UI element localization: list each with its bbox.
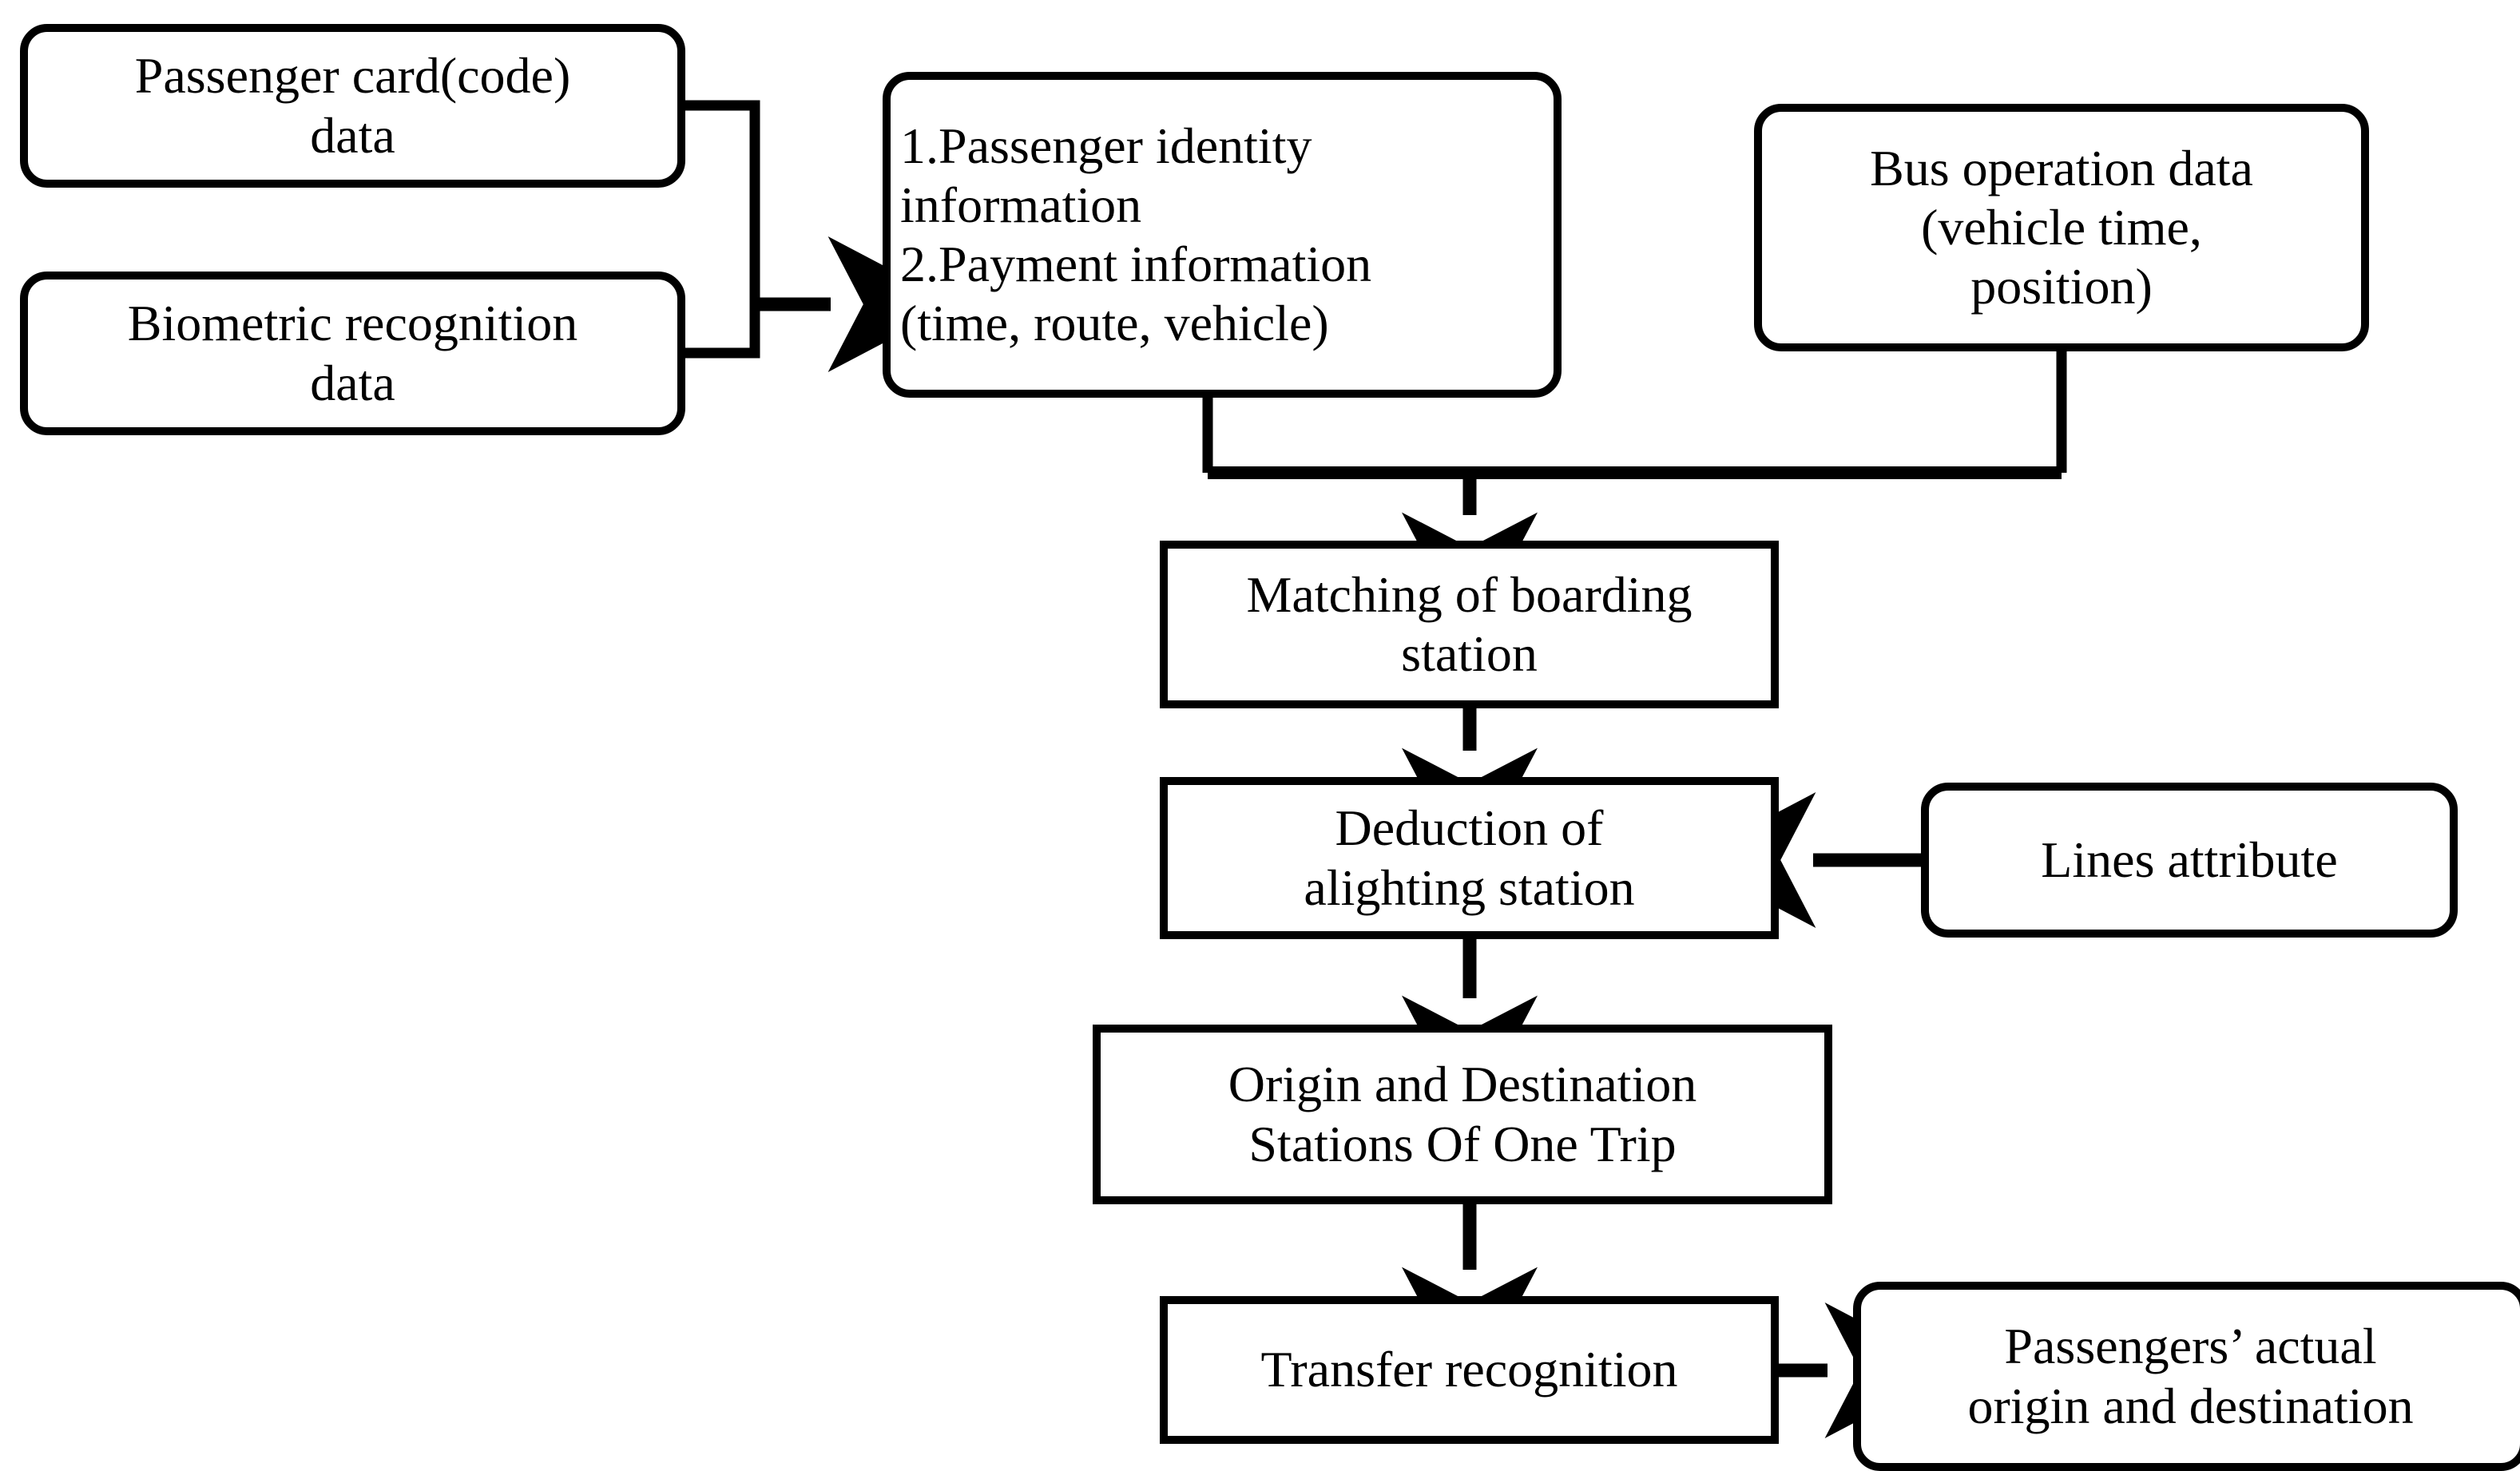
- node-biometric-recognition-data[interactable]: Biometric recognition data: [20, 272, 685, 435]
- node-label: Bus operation data (vehicle time, positi…: [1870, 139, 2253, 315]
- node-lines-attribute[interactable]: Lines attribute: [1921, 783, 2458, 938]
- node-label: 1.Passenger identity information 2.Payme…: [900, 117, 1372, 352]
- node-passenger-identity-payment-info[interactable]: 1.Passenger identity information 2.Payme…: [883, 72, 1562, 398]
- node-label: Origin and Destination Stations Of One T…: [1228, 1056, 1697, 1172]
- node-matching-of-boarding-station[interactable]: Matching of boarding station: [1160, 541, 1779, 708]
- node-passengers-actual-origin-destination[interactable]: Passengers’ actual origin and destinatio…: [1853, 1282, 2520, 1471]
- node-label: Lines attribute: [2041, 831, 2338, 888]
- node-transfer-recognition[interactable]: Transfer recognition: [1160, 1296, 1779, 1444]
- node-deduction-of-alighting-station[interactable]: Deduction of alighting station: [1160, 777, 1779, 939]
- node-label: Matching of boarding station: [1246, 565, 1693, 682]
- node-label: Biometric recognition data: [127, 295, 578, 411]
- node-label: Transfer recognition: [1260, 1341, 1678, 1398]
- node-passenger-card-data[interactable]: Passenger card(code) data: [20, 24, 685, 188]
- node-origin-destination-stations[interactable]: Origin and Destination Stations Of One T…: [1093, 1025, 1832, 1204]
- node-bus-operation-data[interactable]: Bus operation data (vehicle time, positi…: [1754, 104, 2369, 351]
- node-label: Passenger card(code) data: [134, 47, 571, 164]
- edge-card-to-identity: [685, 100, 760, 304]
- node-label: Passengers’ actual origin and destinatio…: [1967, 1318, 2414, 1434]
- node-label: Deduction of alighting station: [1304, 799, 1635, 916]
- edge-biometric-to-identity: [685, 304, 760, 359]
